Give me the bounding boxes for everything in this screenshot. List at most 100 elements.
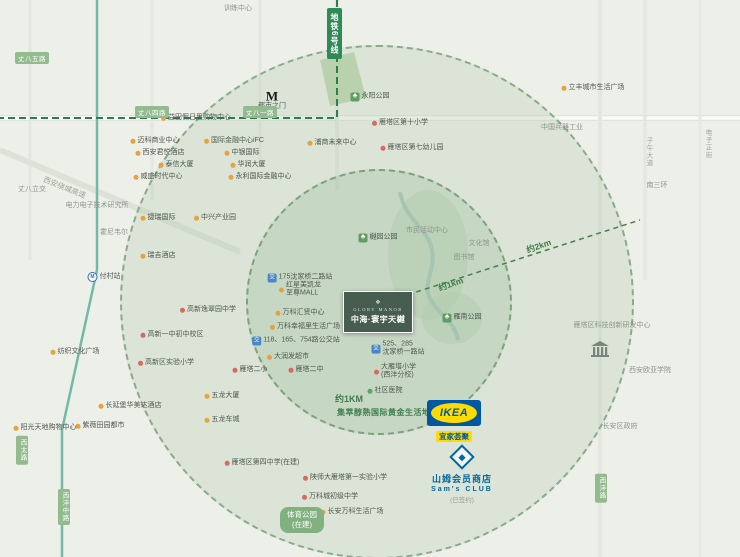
poi-shop[interactable]: 益田假日里购物中心 [161,114,231,122]
poi-shop[interactable]: 捷瑞国际 [140,214,176,222]
shop-dot [75,423,81,429]
poi-shop[interactable]: 紫薇田园都市 [75,421,125,430]
poi-shop[interactable]: 万科幸福里生活广场 [270,323,340,331]
poi-shop[interactable]: 立丰城市生活广场 [561,84,625,92]
poi-label: 五龙车城 [211,415,240,423]
poi-civic[interactable]: 南三环 [647,182,668,190]
poi-civic[interactable]: 雁塔区科技创新研发中心 [574,322,651,330]
shop-dot [228,174,234,180]
poi-label: 南三环 [646,181,668,189]
poi-park[interactable]: ♣樾园公园 [358,233,398,243]
shop-dot [204,138,210,144]
gate-icon: M [265,88,279,104]
poi-shop[interactable]: 西安君悦酒店 [135,148,185,157]
poi-school[interactable]: 雁塔区第四中学(在建) [224,459,299,467]
poi-shop[interactable]: 国际金融中心iFC [204,137,264,145]
poi-school[interactable]: 大雁塔小学 (西沣分校) [374,364,416,381]
ikea-marker[interactable]: IKEA 宜家荟聚 [424,400,484,444]
poi-civic[interactable]: 文化馆 [469,240,490,248]
poi-shop[interactable]: 长安万科生活广场 [320,508,384,516]
poi-school[interactable]: 高新逸翠园中学 [180,306,236,314]
poi-label: 高新逸翠园中学 [187,305,236,313]
poi-school[interactable]: 万科城初级中学 [302,493,358,501]
shop-dot [561,85,567,91]
slogan-distance: 约1KM [335,394,364,404]
poi-school[interactable]: 雁塔区第十小学 [372,119,428,127]
poi-park[interactable]: ♣永阳公园 [350,92,390,102]
poi-label: 益田假日里购物中心 [168,113,231,121]
poi-label: 都市之门 [258,102,286,110]
poi-label: 雁塔区第七幼儿园 [387,143,444,151]
poi-shop[interactable]: 瑞吉酒店 [140,252,176,260]
sams-name-en: Sam's CLUB [431,486,493,493]
poi-school[interactable]: 雁塔二中 [288,366,324,374]
poi-label: 西安君悦酒店 [142,148,185,156]
school-dot [180,307,185,313]
poi-civic[interactable]: 长安区政府 [603,423,638,431]
poi-shop[interactable]: 华润大厦 [230,161,266,169]
poi-shop[interactable]: 五龙大厦 [204,392,240,400]
poi-shop[interactable]: 中兴产业园 [194,214,236,222]
poi-shop[interactable]: 长延堡华美达酒店 [98,402,162,410]
poi-school[interactable]: 高新一中初中校区 [140,331,204,339]
poi-civic[interactable]: 中国兵器工业 [541,124,583,132]
poi-shop[interactable]: 纺织文化广场 [50,348,100,356]
poi-shop[interactable]: 迈科商业中心 [130,136,180,145]
poi-label: 樾园公园 [369,233,398,241]
poi-school[interactable]: 雁塔区第七幼儿园 [380,143,444,152]
poi-school[interactable]: 高新区实验小学 [138,359,194,367]
poi-shop[interactable]: 浦商未来中心 [307,139,357,147]
shop-dot [267,354,272,360]
poi-civic[interactable]: 霍尼韦尔 [100,229,128,237]
poi-label: 雁塔区第十小学 [379,118,428,126]
poi-label: 中银国际 [231,148,260,156]
school-dot [140,332,146,338]
poi-label: 紫薇田园都市 [82,421,125,429]
poi-shop[interactable]: 泰信大厦 [158,160,194,169]
poi-label: 国际金融中心iFC [211,136,264,144]
poi-school[interactable]: 雁塔二小 [232,366,268,374]
poi-label: 市民活动中心 [406,226,448,234]
project-name-zh: 中海·寰宇天樾 [350,314,406,324]
poi-label: 雁塔区科技创新研发中心 [573,321,651,329]
poi-civic[interactable]: 训练中心 [224,5,252,13]
shop-dot [194,215,199,221]
slogan-text: 集萃醇熟国际黄金生活地标 [337,408,439,417]
poi-label: 文化馆 [468,239,490,247]
poi-park[interactable]: ♣雁南公园 [442,313,482,323]
poi-shop[interactable]: 永利国际金融中心 [228,173,292,181]
poi-hospital[interactable]: 社区医院 [367,387,403,395]
school-dot [374,369,379,375]
poi-civic[interactable]: 图书馆 [454,254,475,262]
poi-label: 万科幸福里生活广场 [277,322,340,330]
poi-shop[interactable]: 万科汇贤中心 [275,309,325,317]
poi-shop[interactable]: 中银国际 [224,148,260,157]
sams-club-marker[interactable]: 山姆会员商店 Sam's CLUB (已签约) [424,444,500,504]
poi-civic[interactable]: 市民活动中心 [406,227,448,235]
poi-label: 泰信大厦 [165,160,194,168]
shop-dot [204,417,210,423]
poi-civic[interactable]: 丈八立交 [18,186,46,194]
poi-school[interactable]: 陕师大雁塔第一实验小学 [303,474,387,482]
poi-shop[interactable]: 大润发超市 [267,353,309,361]
bus-icon: 交 [267,273,277,283]
poi-label: 万科城初级中学 [309,492,358,500]
poi-civic[interactable]: 电力电子技术研究所 [66,202,129,210]
poi-label: 迈科商业中心 [137,136,180,144]
poi-shop[interactable]: 阳光天地购物中心 [13,424,77,432]
poi-label: 付村站 [99,272,121,280]
school-dot [224,460,230,466]
poi-shop[interactable]: 威盛时代中心 [133,173,183,181]
poi-shop[interactable]: 五龙车城 [204,415,240,424]
poi-shop[interactable]: 红星美凯龙 至尊MALL [279,282,321,299]
project-marker[interactable]: ❖ GLORY MANOR 中海·寰宇天樾 [343,291,413,333]
poi-civic[interactable]: 西安欧亚学院 [629,367,671,375]
bus-icon: 交 [252,336,262,346]
poi-label: 中国兵器工业 [541,123,583,131]
